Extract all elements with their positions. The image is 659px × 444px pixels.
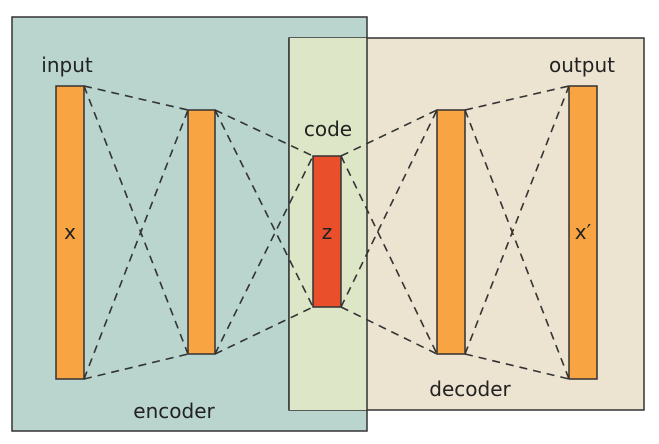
decoder-label: decoder (429, 377, 511, 401)
z-label: z (322, 220, 333, 244)
x-prime-label: x′ (575, 220, 592, 244)
decoder-hidden-layer (436, 109, 466, 355)
code-layer (312, 155, 342, 308)
input-label: input (41, 53, 93, 77)
input-layer (55, 85, 85, 380)
x-label: x (64, 220, 76, 244)
encoder-label: encoder (133, 399, 215, 423)
code-label: code (304, 117, 352, 141)
encoder-hidden-layer (187, 109, 216, 355)
output-label: output (549, 53, 615, 77)
connections (83, 85, 570, 380)
output-layer (568, 85, 598, 380)
